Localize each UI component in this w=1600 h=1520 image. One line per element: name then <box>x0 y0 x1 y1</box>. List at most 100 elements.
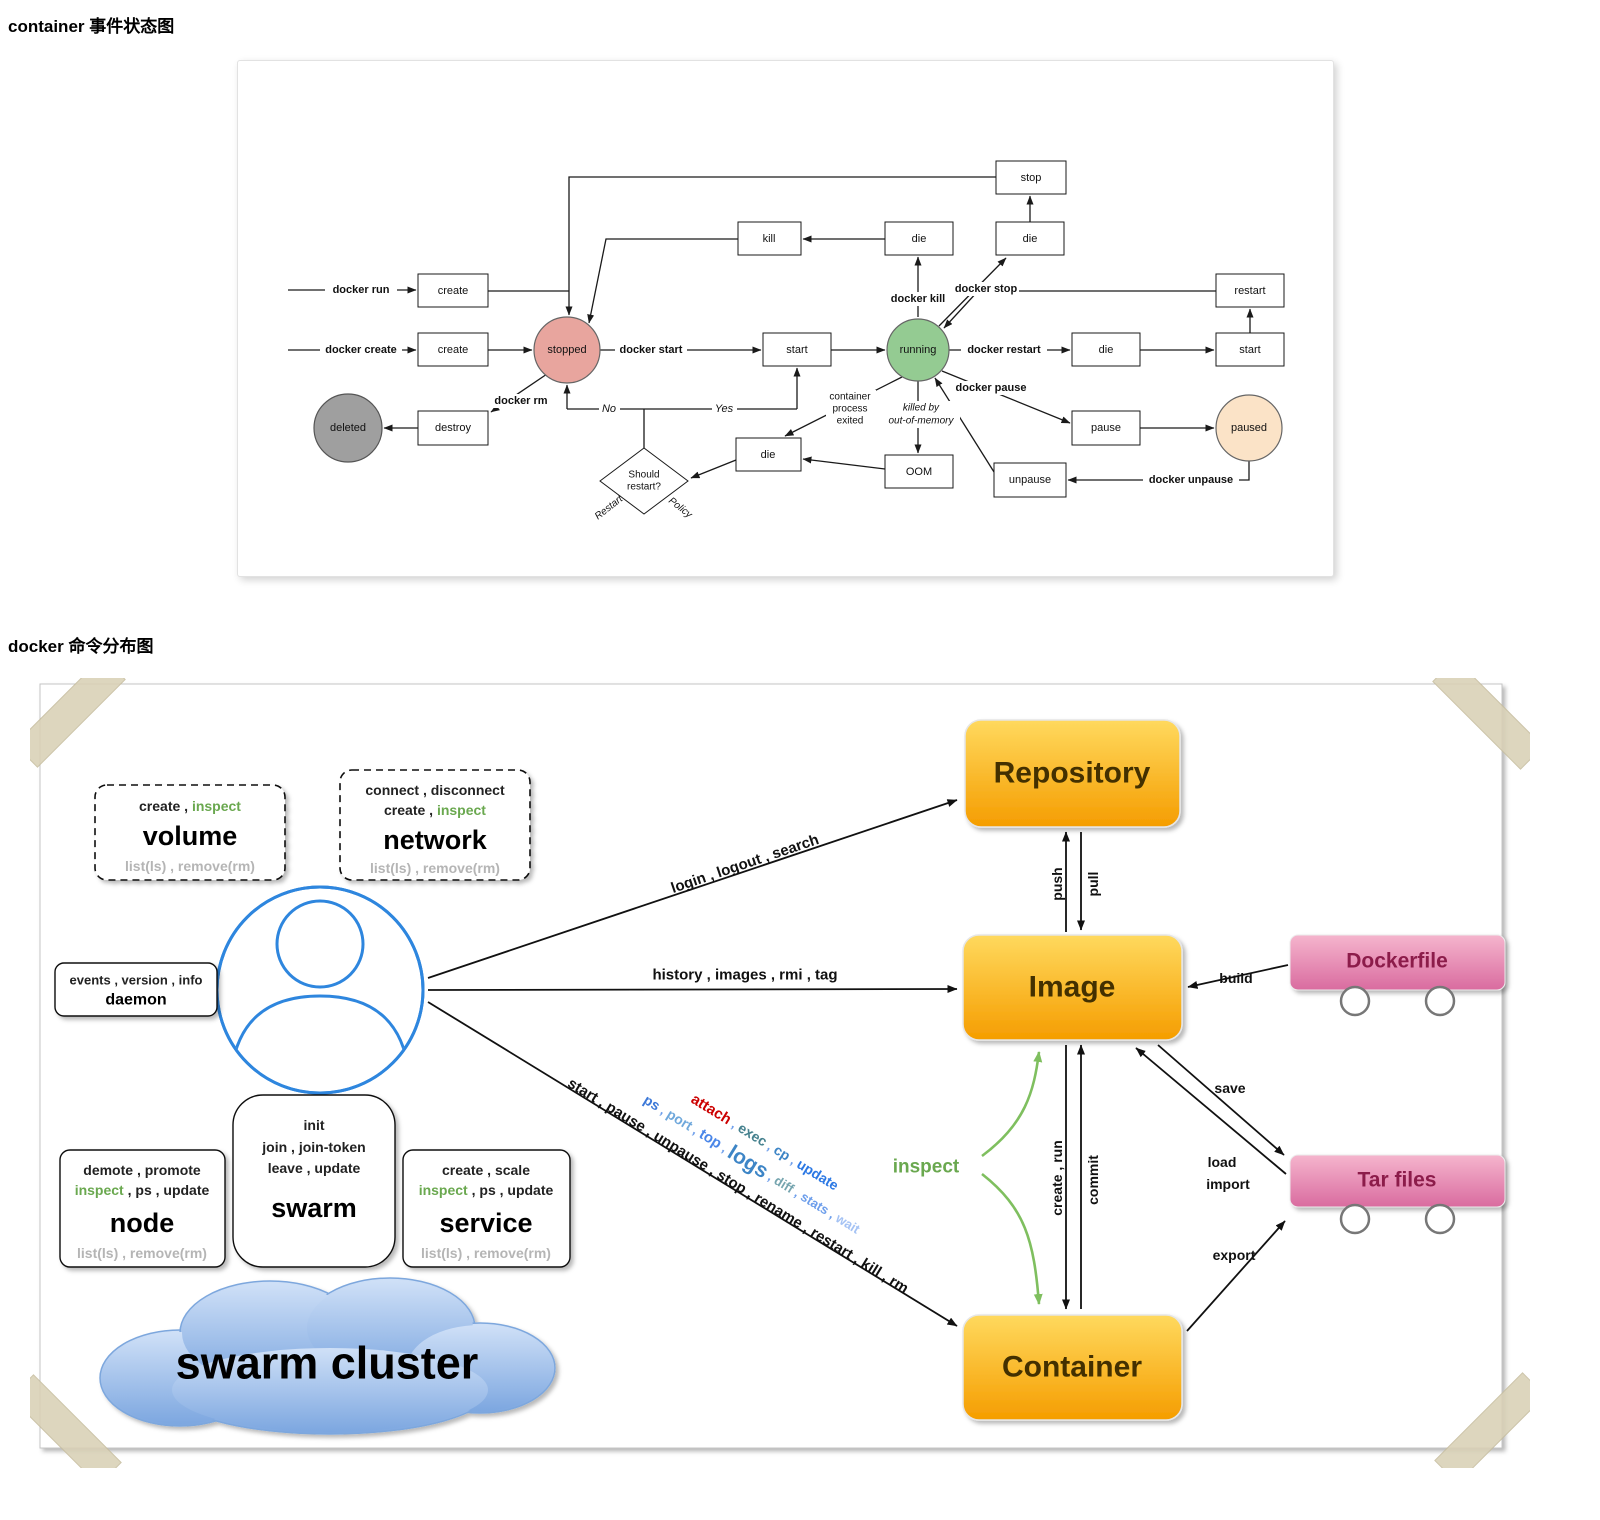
label-no: No <box>602 403 616 415</box>
label-pull: pull <box>1085 872 1101 897</box>
box-die-3: die <box>1071 332 1141 367</box>
box-die-2-label: die <box>1023 233 1038 245</box>
command-diagram-board: login , logout , search history , images… <box>10 656 1546 1486</box>
state-deleted: deleted <box>313 393 383 463</box>
label-docker-start: docker start <box>620 344 683 356</box>
label-process-exited-3: exited <box>837 416 864 427</box>
network-commands-2: create , inspect <box>384 802 486 818</box>
arrow-restart-running <box>943 290 1216 329</box>
group-daemon: events , version , info daemon <box>54 962 218 1017</box>
box-stop: stop <box>995 160 1067 195</box>
box-oom: OOM <box>884 454 954 489</box>
label-load: load <box>1208 1154 1237 1170</box>
state-deleted-label: deleted <box>330 422 366 434</box>
command-edges <box>427 799 1289 1332</box>
label-import: import <box>1206 1176 1250 1192</box>
node-repository: Repository <box>964 719 1181 828</box>
group-network: connect , disconnect create , inspect ne… <box>339 769 531 881</box>
box-stop-label: stop <box>1021 172 1042 184</box>
arrow-unpause-running <box>934 377 995 473</box>
volume-gray-commands: list(ls) , remove(rm) <box>125 858 255 874</box>
box-restart: restart <box>1215 273 1285 308</box>
box-pause-label: pause <box>1091 422 1121 434</box>
box-destroy: destroy <box>417 410 489 446</box>
arrow-docker-unpause <box>1067 461 1250 484</box>
label-docker-create: docker create <box>325 344 397 356</box>
state-running: running <box>886 318 950 382</box>
box-start-2: start <box>1215 332 1285 367</box>
state-diagram: stopped running deleted paused stop kill… <box>288 160 1285 522</box>
box-create-1: create <box>417 273 489 308</box>
node-tar-files: Tar files <box>1289 1154 1506 1235</box>
box-unpause-label: unpause <box>1009 474 1051 486</box>
label-process-exited-1: container <box>829 392 871 403</box>
daemon-commands: events , version , info <box>70 973 203 988</box>
label-killed-by-2: out-of-memory <box>888 416 954 427</box>
tar-files-wheel-right <box>1424 1203 1456 1235</box>
command-diagram-title: docker 命令分布图 <box>8 637 154 656</box>
dockerfile-label: Dockerfile <box>1346 950 1448 973</box>
arrow-inspect-container <box>981 1172 1043 1305</box>
dockerfile-wheel-left <box>1339 985 1371 1017</box>
arrow-stop-stopped <box>565 176 996 316</box>
node-gray-commands: list(ls) , remove(rm) <box>77 1245 207 1261</box>
dockerfile-wheel-right <box>1424 985 1456 1017</box>
swarm-name: swarm <box>271 1193 357 1223</box>
label-inspect: inspect <box>893 1157 960 1178</box>
image-label: Image <box>1029 971 1116 1004</box>
label-yes: Yes <box>715 403 734 415</box>
network-gray-commands: list(ls) , remove(rm) <box>370 860 500 876</box>
node-container: Container <box>962 1314 1183 1421</box>
should-restart-line2: restart? <box>627 482 661 493</box>
network-name: network <box>383 825 488 855</box>
arrow-inspect-image <box>981 1051 1043 1158</box>
tape-decorations <box>10 656 1546 1486</box>
daemon-name: daemon <box>105 992 166 1009</box>
box-die-1: die <box>884 221 954 256</box>
box-unpause: unpause <box>993 462 1067 498</box>
label-docker-pause: docker pause <box>956 382 1027 394</box>
state-diagram-title: container 事件状态图 <box>8 17 175 36</box>
tar-files-label: Tar files <box>1358 1169 1437 1192</box>
box-die-2: die <box>995 221 1065 256</box>
label-docker-run: docker run <box>333 284 390 296</box>
service-commands-1: create , scale <box>442 1162 530 1178</box>
box-start-1: start <box>762 332 832 367</box>
box-kill-label: kill <box>763 233 776 245</box>
label-create-run: create , run <box>1049 1140 1065 1215</box>
group-swarm: init join , join-token leave , update sw… <box>232 1094 396 1268</box>
network-commands-1: connect , disconnect <box>365 782 505 798</box>
arrow-docker-pause <box>941 370 1071 424</box>
swarm-cluster-cloud: swarm cluster <box>99 1277 556 1435</box>
container-label: Container <box>1002 1351 1142 1384</box>
arrow-user-container <box>427 1001 958 1327</box>
group-volume: create , inspect volume list(ls) , remov… <box>94 784 286 881</box>
service-name: service <box>439 1208 532 1238</box>
state-diagram-card: stopped running deleted paused stop kill… <box>237 60 1334 577</box>
box-die-1-label: die <box>912 233 927 245</box>
arrow-save <box>1157 1044 1285 1156</box>
state-stopped-label: stopped <box>547 344 586 356</box>
group-node: demote , promote inspect , ps , update n… <box>59 1149 226 1268</box>
box-kill: kill <box>737 221 802 256</box>
node-commands-1: demote , promote <box>83 1162 201 1178</box>
swarm-commands-2: join , join-token <box>261 1139 365 1155</box>
service-gray-commands: list(ls) , remove(rm) <box>421 1245 551 1261</box>
state-paused-label: paused <box>1231 422 1267 434</box>
label-killed-by-1: killed by <box>903 403 940 414</box>
should-restart-line1: Should <box>628 470 659 481</box>
node-name: node <box>110 1208 175 1238</box>
arrow-die-diamond <box>690 459 737 479</box>
restart-policy-word1: Restart <box>593 493 626 522</box>
arrow-build <box>1187 964 1289 989</box>
label-docker-rm: docker rm <box>494 395 547 407</box>
node-dockerfile: Dockerfile <box>1289 934 1506 1017</box>
box-restart-label: restart <box>1234 285 1265 297</box>
command-diagram: login , logout , search history , images… <box>10 656 1546 1486</box>
box-oom-label: OOM <box>906 466 932 478</box>
volume-name: volume <box>143 821 238 851</box>
swarm-cluster-label: swarm cluster <box>176 1338 479 1389</box>
box-die-3-label: die <box>1099 344 1114 356</box>
diamond-should-restart: Should restart? Restart Policy <box>593 447 695 522</box>
user-icon <box>215 885 425 1095</box>
